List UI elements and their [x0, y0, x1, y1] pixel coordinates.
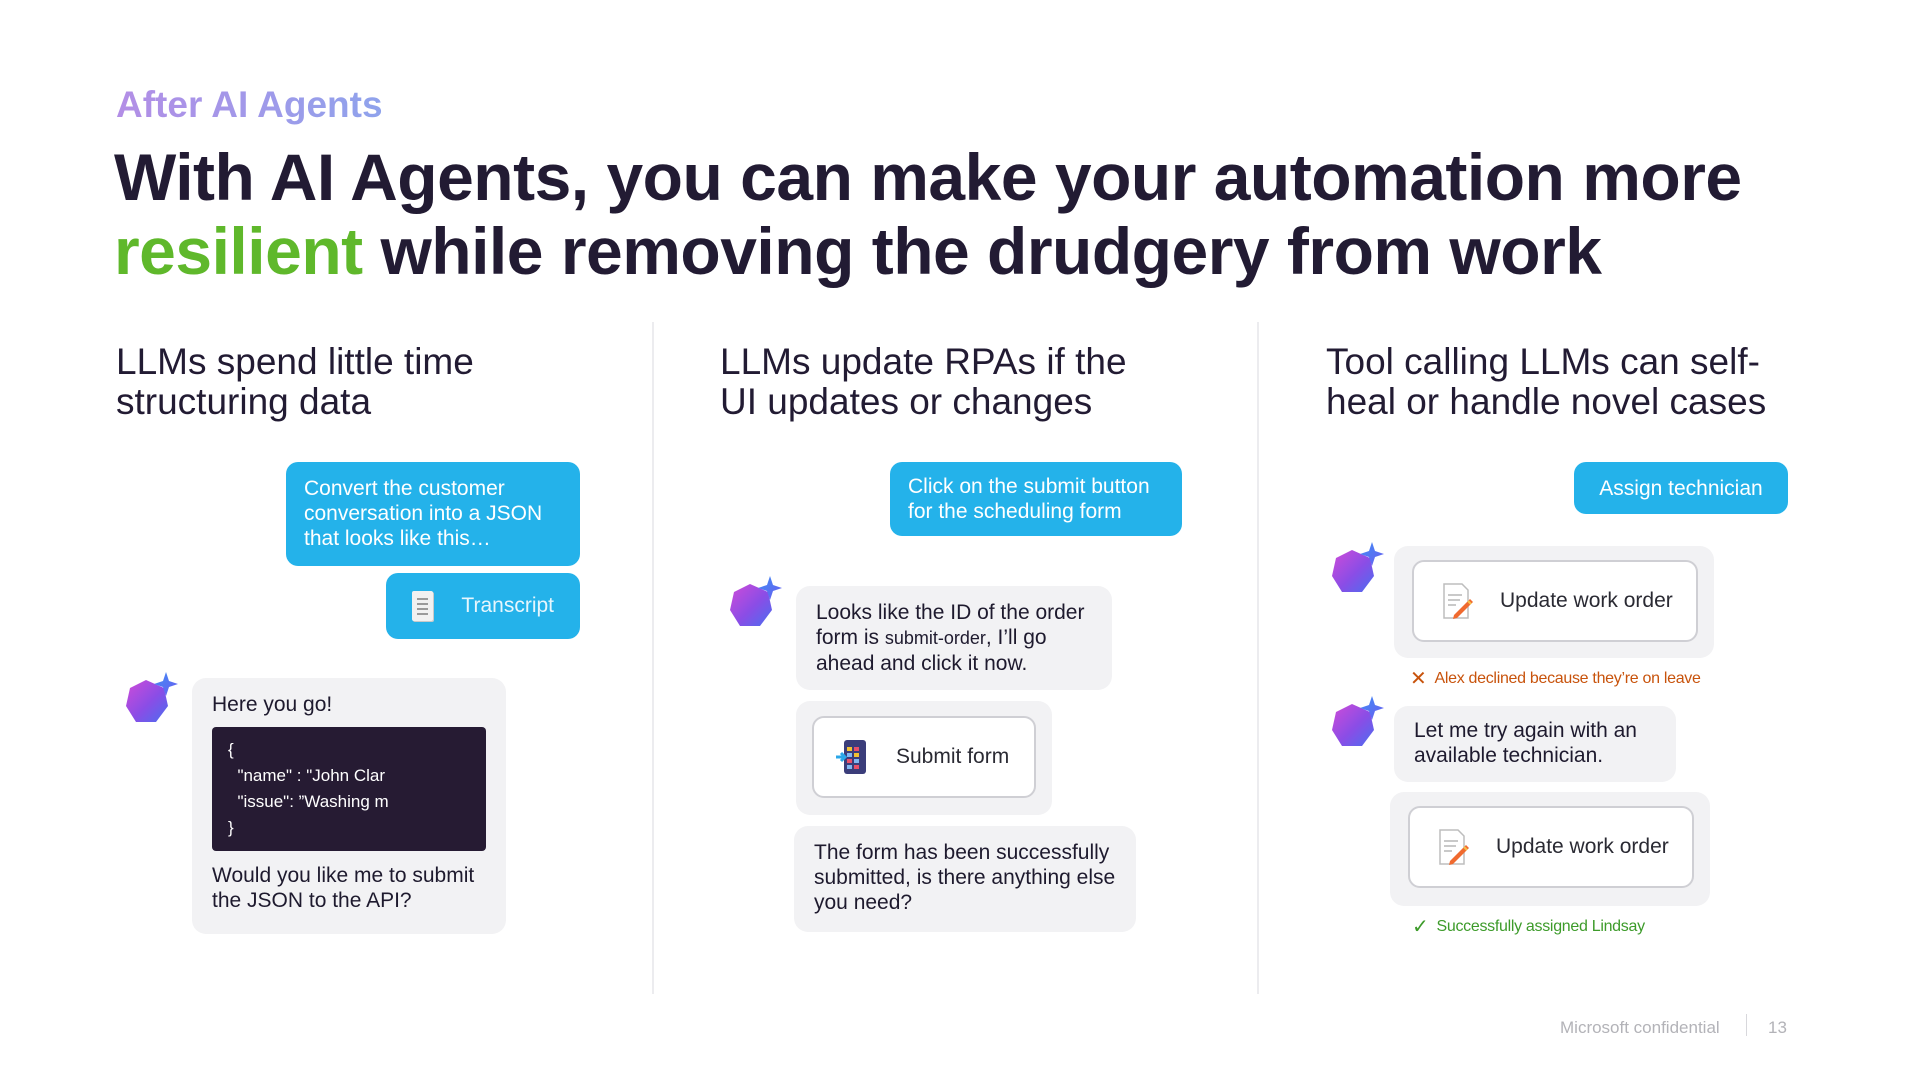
bot-message-text-end: , I’ll go ahead and click it now.: [816, 626, 1047, 675]
headline-line1: With AI Agents, you can make your automa…: [114, 140, 1742, 214]
column-title: Tool calling LLMs can self-heal or handl…: [1326, 341, 1767, 422]
code-line: {: [228, 740, 234, 759]
bot-message-bubble: Let me try again with an available techn…: [1394, 706, 1676, 782]
slide-headline: With AI Agents, you can make your automa…: [114, 140, 1814, 288]
copilot-avatar-icon: [1332, 542, 1384, 592]
copilot-avatar-icon: [126, 672, 178, 722]
headline-highlight: resilient: [114, 214, 363, 288]
headline-line2: while removing the drudgery from work: [362, 214, 1602, 288]
element-id-code: submit-order: [884, 628, 986, 648]
column-title: LLMs spend little time structuring data: [116, 341, 474, 422]
code-line: }: [228, 818, 234, 837]
column-divider: [1257, 322, 1259, 994]
action-label: Update work order: [1496, 835, 1669, 858]
copilot-avatar-icon: [730, 576, 782, 626]
document-icon: [412, 591, 434, 621]
copilot-avatar-icon: [1332, 696, 1384, 746]
footer-divider: [1746, 1014, 1747, 1036]
success-status-text: Successfully assigned Lindsay: [1436, 917, 1645, 935]
action-label: Update work order: [1500, 589, 1673, 612]
attachment-label: Transcript: [461, 594, 554, 617]
bot-message-text: Looks like the ID of the order form is: [816, 601, 1085, 649]
checkmark-icon: ✓: [1412, 916, 1429, 938]
code-line: "name" : "John Clar: [228, 766, 386, 785]
section-eyebrow: After AI Agents: [116, 84, 383, 125]
action-label: Submit form: [896, 745, 1010, 768]
update-work-order-button[interactable]: Update work order: [1408, 806, 1694, 888]
user-message-bubble: Assign technician: [1574, 462, 1788, 514]
attachment-chip[interactable]: Transcript: [386, 573, 580, 639]
form-app-icon: [836, 740, 866, 774]
bot-reply-outro: Would you like me to submit the JSON to …: [212, 864, 475, 912]
edit-document-icon: [1443, 583, 1473, 619]
bot-reply-intro: Here you go!: [212, 693, 333, 716]
submit-form-button[interactable]: Submit form: [812, 716, 1036, 798]
error-status-text: Alex declined because they’re on leave: [1434, 669, 1701, 687]
update-work-order-button[interactable]: Update work order: [1412, 560, 1698, 642]
footer-confidential: Microsoft confidential: [1560, 1018, 1720, 1037]
bot-message-bubble: Looks like the ID of the order form is s…: [796, 586, 1112, 690]
code-line: "issue": ”Washing m: [228, 792, 389, 811]
error-x-icon: ✕: [1410, 668, 1427, 690]
json-code-block: { "name" : "John Clar "issue": ”Washing …: [212, 727, 486, 851]
bot-reply-bubble: Here you go! { "name" : "John Clar "issu…: [192, 678, 506, 934]
page-number: 13: [1768, 1018, 1787, 1037]
edit-document-icon: [1439, 829, 1469, 865]
column-title: LLMs update RPAs if the UI updates or ch…: [720, 341, 1127, 422]
user-message-bubble: Click on the submit button for the sched…: [890, 462, 1182, 536]
error-status: ✕ Alex declined because they’re on leave: [1410, 666, 1701, 691]
success-status: ✓ Successfully assigned Lindsay: [1412, 914, 1645, 939]
bot-message-bubble: The form has been successfully submitted…: [794, 826, 1136, 932]
user-message-bubble: Convert the customer conversation into a…: [286, 462, 580, 566]
column-divider: [652, 322, 654, 994]
